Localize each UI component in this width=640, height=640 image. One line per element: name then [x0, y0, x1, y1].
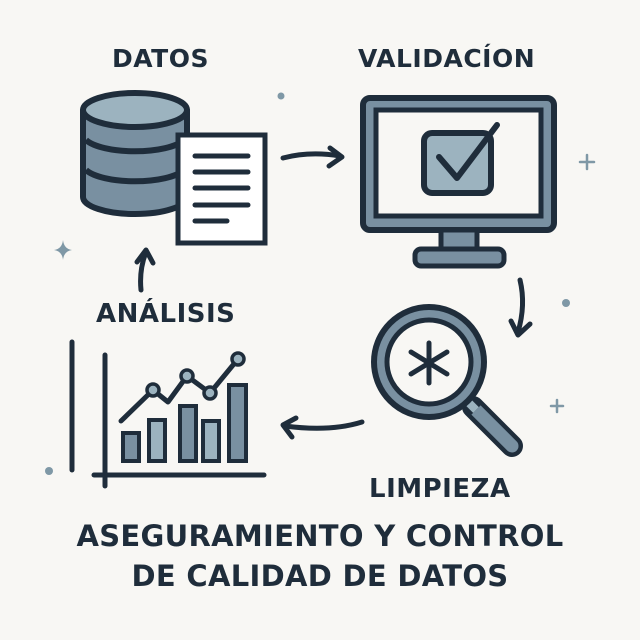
arrow-right-icon: [280, 145, 345, 169]
diagram-title-line-1: ASEGURAMIENTO Y CONTROL: [76, 519, 564, 553]
chart-icon: [69, 339, 267, 489]
plus-icon: [549, 398, 565, 414]
plus-icon: [578, 153, 596, 171]
checkbox-checked-icon: [421, 122, 500, 196]
step-label-analisis: ANÁLISIS: [96, 299, 236, 329]
dot-icon: [45, 467, 53, 475]
step-label-datos: DATOS: [112, 44, 209, 73]
dot-icon: [277, 92, 285, 100]
database-icon: [80, 90, 190, 217]
document-icon: [175, 132, 268, 246]
arrow-up-icon: [134, 247, 156, 293]
diagram-title-line-2: DE CALIDAD DE DATOS: [131, 559, 509, 593]
dot-icon: [562, 299, 570, 307]
sparkle-icon: [54, 240, 72, 260]
step-label-validacion: VALIDACÍON: [358, 44, 536, 73]
magnifier-icon: [371, 304, 523, 457]
asterisk-icon: [408, 340, 450, 386]
arrow-down-icon: [508, 277, 533, 338]
step-label-limpieza: LIMPIEZA: [369, 474, 511, 504]
arrow-left-icon: [280, 415, 365, 440]
